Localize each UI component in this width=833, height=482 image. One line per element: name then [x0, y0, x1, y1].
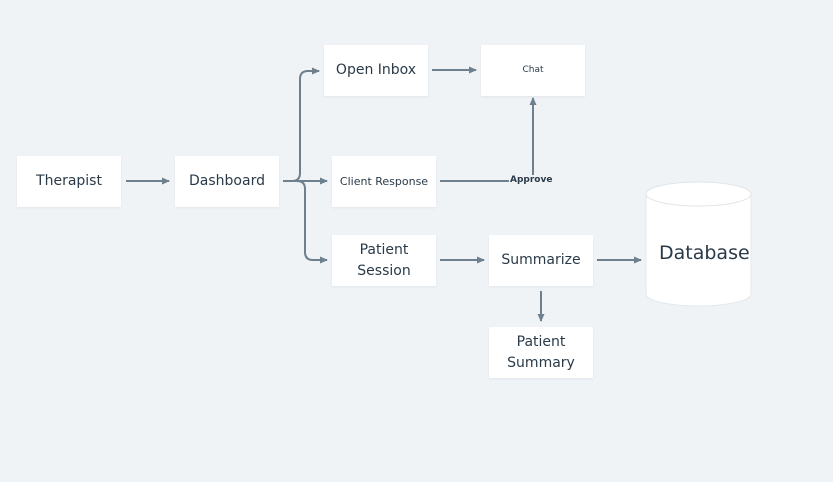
- node-therapist-label: Therapist: [36, 173, 102, 190]
- edge-label-approve: Approve: [509, 175, 554, 185]
- node-summarize: Summarize: [489, 235, 593, 286]
- node-patient-summary-label: Patient Summary: [507, 334, 575, 371]
- edge-dashboard-to-patient-session: [283, 180, 328, 264]
- node-dashboard-label: Dashboard: [189, 173, 265, 190]
- node-open-inbox: Open Inbox: [324, 45, 428, 96]
- node-summarize-label: Summarize: [501, 252, 581, 269]
- node-database-label: Database: [659, 242, 750, 264]
- node-therapist: Therapist: [17, 156, 121, 207]
- node-open-inbox-label: Open Inbox: [335, 62, 417, 79]
- node-patient-summary: Patient Summary: [489, 327, 593, 378]
- node-patient-session: Patient Session: [332, 235, 436, 286]
- node-client-response: Client Response: [332, 156, 436, 207]
- node-chat: Chat: [481, 45, 585, 96]
- edge-dashboard-to-open-inbox: [283, 67, 320, 182]
- node-client-response-label: Client Response: [339, 174, 429, 188]
- database-cylinder: [645, 181, 752, 307]
- node-chat-label: Chat: [522, 64, 544, 75]
- node-dashboard: Dashboard: [175, 156, 279, 207]
- node-patient-session-label: Patient Session: [357, 242, 411, 279]
